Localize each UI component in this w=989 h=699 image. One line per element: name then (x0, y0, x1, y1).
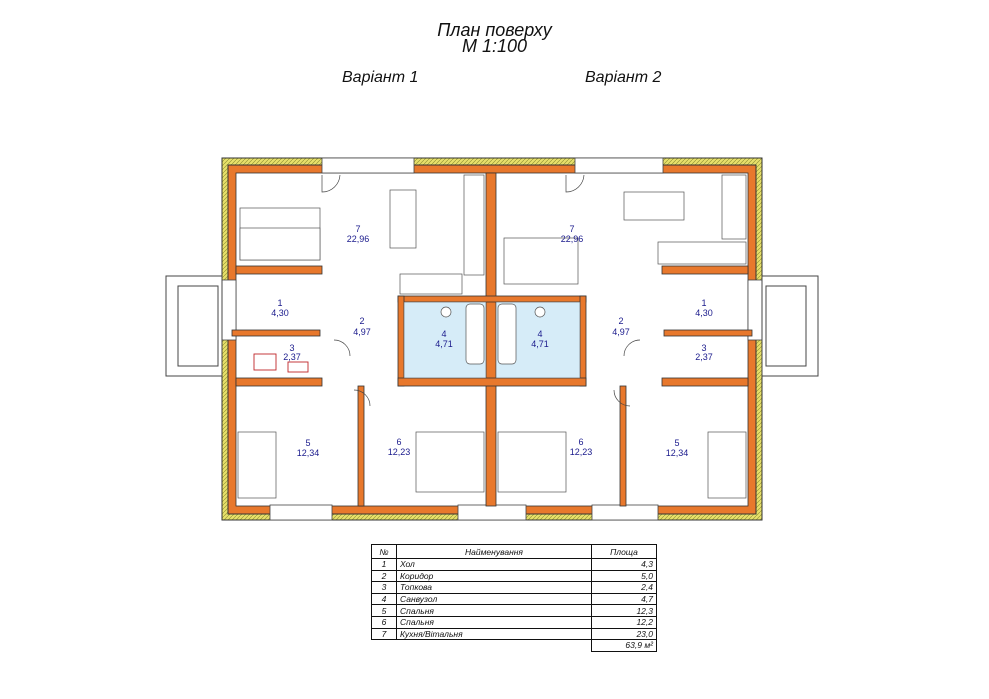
table-row: 2 Коридор 5,0 (371, 569, 657, 583)
variant-1-label: Варіант 1 (342, 69, 419, 86)
room-6-left-area: 12,23 (388, 447, 411, 457)
row-name: Санвузол (396, 592, 592, 606)
row-number: 5 (371, 604, 397, 617)
row-name: Топкова (396, 581, 592, 594)
room-4-left-number: 4 (441, 329, 446, 339)
row-area: 4,3 (591, 558, 657, 571)
room-5-left-area: 12,34 (297, 448, 320, 458)
dining-tables (389, 189, 685, 249)
boiler-equipment (253, 353, 309, 373)
room-3-left-number: 3 (289, 343, 294, 353)
total-area: 63,9 м² (591, 639, 657, 652)
row-name: Коридор (396, 569, 592, 583)
room-2-left-area: 4,97 (353, 327, 371, 337)
table-row: 5 Спальня 12,3 (371, 604, 657, 617)
room-7-left-number: 7 (355, 224, 360, 234)
table-header-row: № Найменування Площа (371, 544, 657, 559)
room-4-left-area: 4,71 (435, 339, 453, 349)
windows (221, 157, 763, 521)
plan-title: План поверху (437, 20, 552, 40)
sofas (239, 207, 579, 285)
table-row: 1 Хол 4,3 (371, 558, 657, 571)
total-spacer (397, 640, 592, 652)
row-number: 4 (371, 592, 397, 606)
variant-2-label: Варіант 2 (585, 69, 662, 86)
room-1-left-number: 1 (277, 298, 282, 308)
room-4-right-area: 4,71 (531, 339, 549, 349)
room-2-right-area: 4,97 (612, 327, 630, 337)
doors (321, 174, 641, 407)
plan-scale: М 1:100 (461, 36, 528, 56)
row-area: 12,2 (591, 615, 657, 629)
table-total-row: 63,9 м² (372, 639, 657, 652)
room-3-left-area: 2,37 (283, 352, 301, 362)
row-name: Спальня (396, 615, 592, 629)
table-row: 6 Спальня 12,2 (371, 615, 657, 629)
room-1-right-area: 4,30 (695, 308, 713, 318)
room-5-right-number: 5 (674, 438, 679, 448)
room-1-right-number: 1 (701, 298, 706, 308)
row-number: 6 (371, 615, 397, 629)
row-number: 3 (371, 581, 397, 594)
room-3-right-area: 2,37 (695, 352, 713, 362)
row-name: Спальня (396, 604, 592, 617)
row-number: 1 (371, 558, 397, 571)
row-area: 5,0 (591, 569, 657, 583)
room-5-left-number: 5 (305, 438, 310, 448)
row-area: 4,7 (591, 592, 657, 606)
room-6-right-number: 6 (578, 437, 583, 447)
kitchen-counters (399, 174, 747, 295)
row-area: 12,3 (591, 604, 657, 617)
room-6-left-number: 6 (396, 437, 401, 447)
room-labels-left: 7 22,96 1 4,30 2 4,97 3 2,37 4 4,71 5 12… (271, 224, 453, 458)
porches (165, 275, 819, 377)
bathtubs (440, 303, 546, 365)
room-4-right-number: 4 (537, 329, 542, 339)
room-7-left-area: 22,96 (347, 234, 370, 244)
row-number: 7 (371, 627, 397, 641)
beds (237, 431, 747, 499)
room-2-left-number: 2 (359, 316, 364, 326)
row-area: 2,4 (591, 581, 657, 594)
floor-plan: 7 22,96 1 4,30 2 4,97 3 2,37 4 4,71 5 12… (165, 157, 819, 521)
room-7-right-area: 22,96 (561, 234, 584, 244)
room-6-right-area: 12,23 (570, 447, 593, 457)
header-area: Площа (591, 544, 657, 559)
table-row: 7 Кухня/Вітальня 23,0 (371, 627, 657, 641)
table-row: 4 Санвузол 4,7 (371, 592, 657, 606)
room-7-right-number: 7 (569, 224, 574, 234)
row-name: Кухня/Вітальня (396, 627, 592, 641)
table-row: 3 Топкова 2,4 (371, 581, 657, 594)
room-5-right-area: 12,34 (666, 448, 689, 458)
row-name: Хол (396, 558, 592, 571)
header-number: № (371, 544, 397, 559)
room-labels-right: 7 22,96 1 4,30 2 4,97 3 2,37 4 4,71 5 12… (531, 224, 713, 458)
room-1-left-area: 4,30 (271, 308, 289, 318)
room-2-right-number: 2 (618, 316, 623, 326)
header-name: Найменування (396, 544, 592, 559)
room-3-right-number: 3 (701, 343, 706, 353)
row-number: 2 (371, 569, 397, 583)
room-schedule-table: № Найменування Площа 1 Хол 4,3 2 Коридор… (371, 544, 657, 652)
row-area: 23,0 (591, 627, 657, 641)
total-spacer (372, 640, 397, 652)
